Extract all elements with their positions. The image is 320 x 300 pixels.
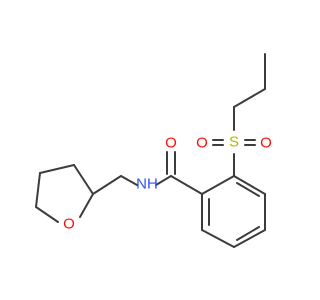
bond xyxy=(233,229,266,248)
bond-aromatic-inner xyxy=(236,182,260,197)
benzene-ring xyxy=(201,175,266,248)
molecule-structure: O NH O S O O xyxy=(35,53,272,248)
bond xyxy=(92,175,122,195)
ring-oxygen: O xyxy=(63,216,75,233)
bond xyxy=(39,164,75,174)
bond xyxy=(201,175,235,195)
bond-aromatic-inner xyxy=(236,226,260,241)
bond xyxy=(79,193,94,218)
sulfur-atom: S xyxy=(229,134,239,151)
carbonyl-oxygen: O xyxy=(165,135,177,152)
bond xyxy=(73,164,94,195)
bond xyxy=(170,175,203,195)
bond xyxy=(35,172,41,208)
bond xyxy=(233,88,266,108)
bond xyxy=(155,175,172,186)
bond xyxy=(35,206,59,223)
amide-nitrogen: NH xyxy=(136,176,158,193)
bond xyxy=(201,229,235,248)
bond xyxy=(120,175,138,186)
sulfonyl-oxygen-right: O xyxy=(260,135,272,152)
tetrahydrofuran-ring: O xyxy=(35,164,94,233)
sulfonyl-oxygen-left: O xyxy=(196,135,208,152)
bond xyxy=(233,175,266,195)
